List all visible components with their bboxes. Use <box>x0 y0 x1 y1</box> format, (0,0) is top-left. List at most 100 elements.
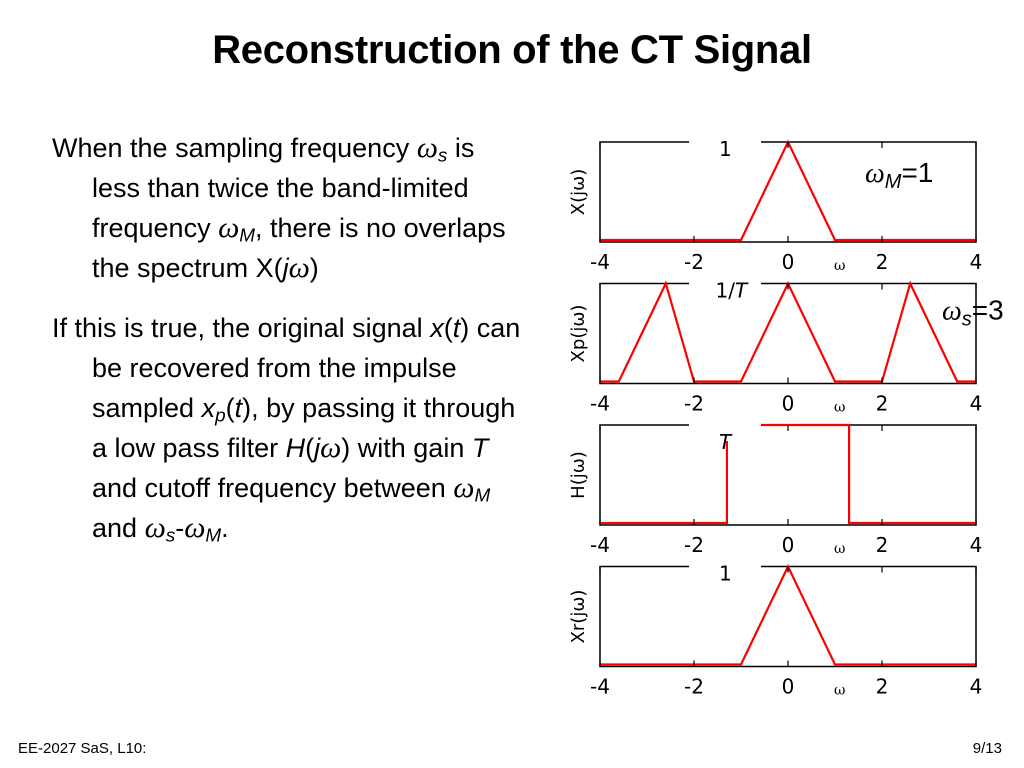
peak-label: 1/ <box>716 279 736 303</box>
peak-label: 1 <box>719 562 732 586</box>
axes-box <box>599 282 977 385</box>
x-tick-label: 4 <box>970 675 983 699</box>
series-line <box>600 423 976 525</box>
x-axis-label: ω <box>834 683 845 699</box>
x-axis-label: ω <box>834 258 845 274</box>
slide-body: When the sampling frequency ωs is less t… <box>52 128 522 548</box>
bullet-2-text-e: and cutoff frequency between <box>92 473 454 503</box>
t-symbol: t <box>234 393 243 423</box>
paren-close: ) <box>460 313 470 343</box>
omega-s-symbol: ω <box>144 511 166 544</box>
peak-label-background <box>689 564 761 583</box>
series-line <box>600 563 976 666</box>
peak-label-background <box>689 281 761 300</box>
x-tick-label: -2 <box>684 533 704 557</box>
y-axis-label: X(jω) <box>568 169 589 215</box>
bullet-1-text-a: When the sampling frequency <box>52 133 417 163</box>
x-tick-label: 4 <box>970 392 983 416</box>
peak-label-background <box>689 423 761 441</box>
y-axis-label: Xr(jω) <box>568 590 589 644</box>
x-axis-label: ω <box>834 541 845 557</box>
plot-annotation: ωs=3 <box>942 295 1004 331</box>
y-axis-label: H(jω) <box>568 451 589 499</box>
annotation-omega: ω <box>865 158 885 189</box>
omega-symbol: ω <box>288 251 310 284</box>
x-tick-label: -2 <box>684 392 704 416</box>
omega-s-symbol: ω <box>416 131 438 164</box>
bullet-2-text-f: and <box>92 513 145 543</box>
omega-m-symbol: ω <box>218 211 240 244</box>
x-symbol: x <box>430 313 444 343</box>
bullet-2: If this is true, the original signal x(t… <box>52 308 522 548</box>
y-axis-label: Xp(jω) <box>568 305 589 363</box>
x-tick-label: 0 <box>782 533 795 557</box>
omega-m-subscript: M <box>239 225 256 247</box>
annotation-value: =3 <box>972 295 1004 326</box>
xp-symbol: x <box>201 393 216 423</box>
x-tick-label: 0 <box>782 675 795 699</box>
slide-title: Reconstruction of the CT Signal <box>212 28 812 72</box>
annotation-value: =1 <box>901 157 933 188</box>
omega-s-subscript: s <box>437 145 448 167</box>
bullet-2-text-d: with gain <box>350 433 472 463</box>
t-symbol: t <box>452 313 461 343</box>
series-line <box>600 280 976 383</box>
x-tick-label: -4 <box>590 675 610 699</box>
paren-close: ) <box>341 433 351 463</box>
paren-open: ( <box>305 433 315 463</box>
plot-annotation: ωM=1 <box>865 157 933 193</box>
annotation-subscript: s <box>962 309 972 331</box>
footer-page-number: 9/13 <box>972 740 1002 757</box>
peak-label-t: T <box>735 279 749 303</box>
plot-3: -4 -2 0 2 4 ω H(jω) T <box>568 423 982 557</box>
bullet-2-text-a: If this is true, the original signal <box>52 313 431 343</box>
footer-course: EE-2027 SaS, L10: <box>18 740 147 757</box>
x-tick-label: -2 <box>684 675 704 699</box>
annotation-omega: ω <box>942 296 962 327</box>
h-symbol: H <box>285 433 306 463</box>
bullet-2-text-b: can be recovered from the impulse sample… <box>92 313 521 423</box>
omega-m-symbol: ω <box>453 471 475 504</box>
x-tick-label: 4 <box>970 533 983 557</box>
gain-t-symbol: T <box>471 433 489 463</box>
omega-m-subscript: M <box>205 525 222 547</box>
omega-m-symbol: ω <box>184 511 206 544</box>
x-tick-label: -2 <box>684 250 704 274</box>
x-tick-label: 2 <box>876 675 889 699</box>
bullet-1: When the sampling frequency ωs is less t… <box>52 128 522 288</box>
x-tick-label: -4 <box>590 533 610 557</box>
bullet-2-text-c: , by passing it through a low pass filte… <box>92 393 516 463</box>
paren-open: ( <box>225 393 235 423</box>
x-tick-label: 2 <box>876 533 889 557</box>
bullet-1-text-d: ) <box>309 253 319 283</box>
peak-label: 1 <box>719 137 732 161</box>
peak-label: T <box>719 430 733 454</box>
x-tick-label: -4 <box>590 392 610 416</box>
minus-sign: - <box>175 513 185 543</box>
x-tick-label: 2 <box>876 392 889 416</box>
j-symbol: j <box>314 433 321 463</box>
omega-s-subscript: s <box>165 525 176 547</box>
omega-symbol: ω <box>320 431 342 464</box>
plot-4: -4 -2 0 2 4 ω Xr(jω) 1 <box>568 562 982 699</box>
peak-label-background <box>689 140 761 158</box>
x-tick-label: 0 <box>782 250 795 274</box>
j-symbol: j <box>282 253 289 283</box>
omega-m-subscript: M <box>474 485 491 507</box>
paren-open: ( <box>443 313 453 343</box>
x-tick-label: -4 <box>590 250 610 274</box>
x-tick-label: 4 <box>970 250 983 274</box>
bullet-1-text-b: is less than twice the band-limited freq… <box>92 133 475 243</box>
paren-close: ) <box>242 393 252 423</box>
annotation-subscript: M <box>885 171 902 193</box>
x-tick-label: 0 <box>782 392 795 416</box>
bullet-2-text-g: . <box>221 513 229 543</box>
bullet-1-text-c: , there is no overlaps the spectrum X( <box>92 213 506 283</box>
axes-box <box>599 424 977 526</box>
xp-subscript: p <box>215 405 226 427</box>
x-axis-label: ω <box>834 400 845 416</box>
axes-box <box>599 565 977 668</box>
